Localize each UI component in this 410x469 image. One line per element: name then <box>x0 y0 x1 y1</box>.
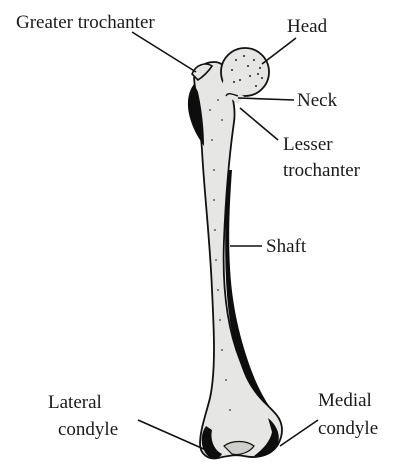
label-lesser-trochanter-line1: Lesser <box>283 134 333 155</box>
femur-bone <box>194 62 282 458</box>
label-lesser-trochanter-line2: trochanter <box>283 160 361 181</box>
leader-lesser-trochanter <box>240 108 278 140</box>
label-shaft: Shaft <box>266 236 307 257</box>
label-lateral-condyle-line1: Lateral <box>48 392 102 413</box>
label-head: Head <box>287 16 328 37</box>
label-lateral-condyle-line2: condyle <box>58 419 118 440</box>
leader-neck <box>238 98 294 100</box>
label-greater-trochanter: Greater trochanter <box>16 12 155 33</box>
leader-head <box>262 38 296 64</box>
label-medial-condyle-line2: condyle <box>318 418 378 439</box>
label-medial-condyle-line1: Medial <box>318 390 372 411</box>
label-neck: Neck <box>297 90 338 111</box>
leader-greater-trochanter <box>132 32 196 72</box>
leader-lateral-condyle <box>138 420 206 450</box>
leader-medial-condyle <box>280 420 318 446</box>
